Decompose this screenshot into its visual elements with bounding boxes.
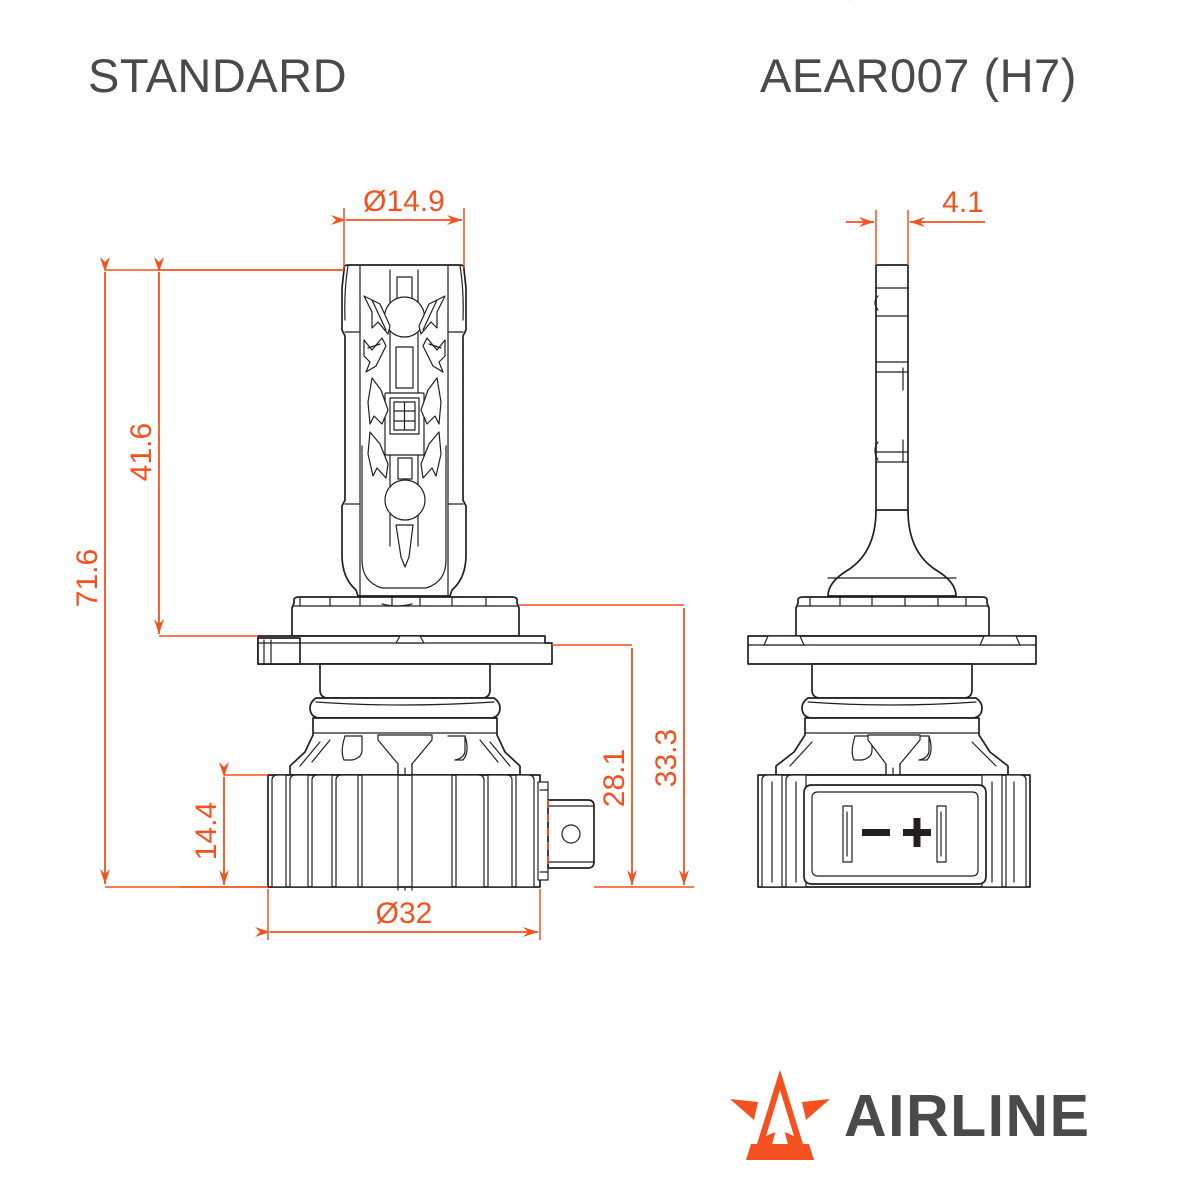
dimension-label-width-4-1: 4.1 (942, 186, 984, 219)
dimension-length-14-4: 14.4 (180, 762, 268, 888)
dimension-label-length-28-1: 28.1 (598, 749, 631, 807)
dimension-length-41-6: 41.6 (125, 257, 344, 637)
dimension-label-length-14-4: 14.4 (190, 802, 223, 860)
dimension-annotations: Ø14.9 71.6 41.6 14.4 (71, 185, 985, 940)
brand-name: AIRLINE (844, 1082, 1091, 1149)
dimension-length-33-3: 33.3 (519, 604, 694, 888)
dimension-diameter-14-9: Ø14.9 (331, 185, 465, 268)
airline-star-a-icon (730, 1070, 830, 1160)
dimension-length-28-1: 28.1 (552, 644, 637, 888)
dimension-label-length-41-6: 41.6 (125, 423, 158, 481)
page-title-left: STANDARD (88, 49, 348, 102)
negative-terminal-symbol (862, 829, 890, 836)
side-view-geometry (747, 264, 1037, 888)
front-view-geometry (257, 264, 595, 891)
dimension-width-4-1: 4.1 (846, 186, 985, 265)
positive-terminal-symbol (903, 818, 931, 847)
dimension-label-diameter-32: Ø32 (376, 897, 433, 930)
dimension-label-diameter-14-9: Ø14.9 (363, 185, 445, 218)
page-title-right: AEAR007 (H7) (760, 49, 1077, 102)
dimension-diameter-32: Ø32 (255, 889, 541, 940)
dimension-label-length-71-6: 71.6 (71, 549, 104, 607)
brand-logo: AIRLINE (728, 1068, 1140, 1164)
dimension-label-length-33-3: 33.3 (650, 729, 683, 787)
